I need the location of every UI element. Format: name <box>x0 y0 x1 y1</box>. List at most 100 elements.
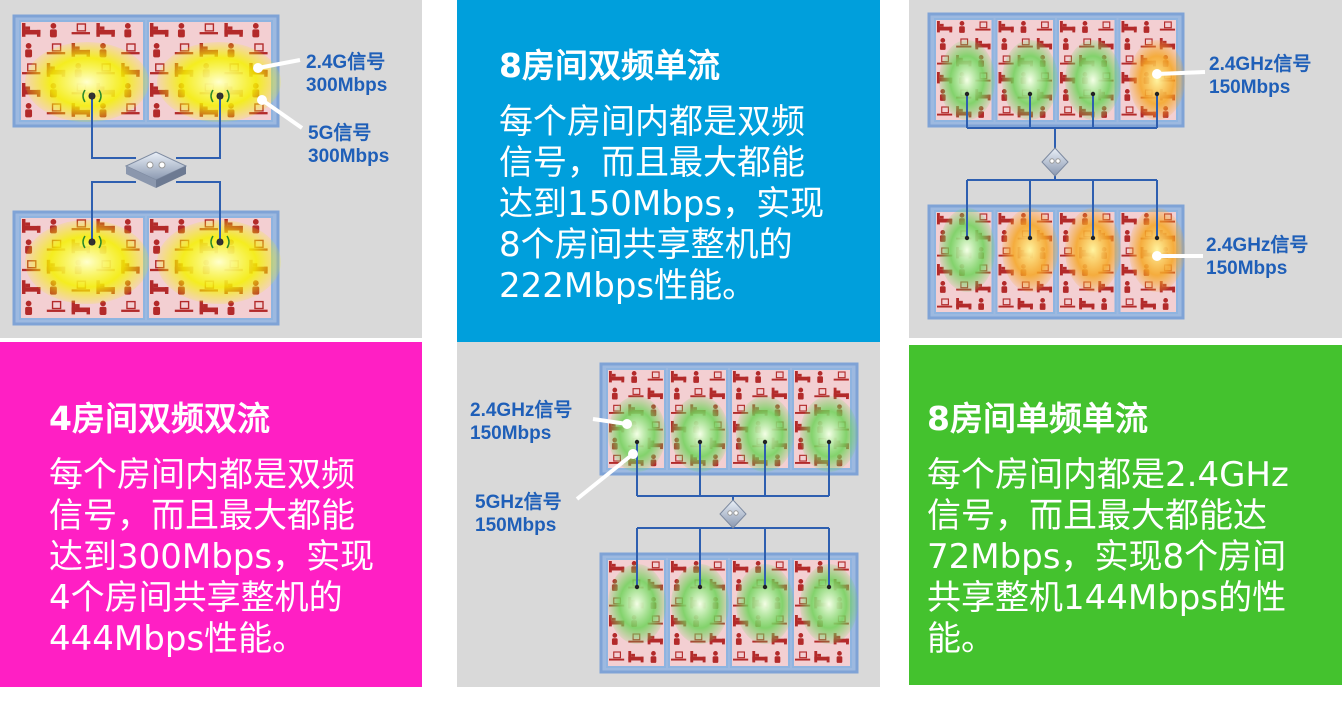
bed-icon <box>609 371 625 383</box>
signal-coverage <box>736 396 794 472</box>
antenna-icon <box>826 439 832 445</box>
signal-coverage <box>1129 208 1185 292</box>
bed-icon <box>150 280 169 294</box>
person-icon <box>735 633 742 645</box>
antenna-icon <box>1027 235 1033 241</box>
bed-icon <box>709 387 725 400</box>
network-cable <box>91 181 136 240</box>
bed-icon <box>22 280 41 294</box>
bed-icon <box>1079 298 1095 310</box>
label-pointer-dot <box>257 95 267 105</box>
desk-icon <box>1121 106 1137 116</box>
desk-icon <box>771 371 787 381</box>
network-cable <box>176 181 221 240</box>
bed-icon <box>199 300 218 315</box>
person-icon <box>25 300 33 315</box>
desk-icon <box>998 298 1014 308</box>
antenna-icon <box>1154 91 1160 97</box>
network-cable <box>176 96 221 159</box>
router-icon <box>719 499 747 529</box>
antenna-icon <box>210 235 230 249</box>
person-icon <box>1062 281 1069 293</box>
person-icon <box>25 103 33 118</box>
signal-coverage <box>1065 40 1121 120</box>
signal-coverage <box>157 220 281 304</box>
signal-coverage <box>25 42 149 122</box>
desk-icon <box>752 388 768 398</box>
antenna-icon <box>762 584 768 590</box>
bed-icon <box>752 651 768 663</box>
person-icon <box>959 21 965 33</box>
person-icon <box>611 387 618 400</box>
desk-icon <box>833 371 849 381</box>
bed-icon <box>690 651 706 663</box>
signal-coverage <box>25 220 149 304</box>
bed-icon <box>771 387 787 400</box>
person-icon <box>797 633 804 645</box>
bed-icon <box>22 23 41 37</box>
person-icon <box>939 38 946 50</box>
bed-icon <box>71 300 90 315</box>
person-icon <box>673 387 680 400</box>
desk-icon <box>733 651 749 661</box>
person-icon <box>1124 38 1131 50</box>
antenna-icon <box>826 584 832 590</box>
person-icon <box>1101 298 1107 310</box>
antenna-icon <box>964 235 970 241</box>
panel-4room-dual-band-dual-stream: 4房间双频双流 每个房间内都是双频 信号，而且最大都能 达到300Mbps，实现… <box>0 342 422 687</box>
person-icon <box>124 23 132 38</box>
desk-icon <box>199 23 218 35</box>
network-cable <box>91 96 136 159</box>
bed-icon <box>628 651 644 663</box>
person-icon <box>153 43 161 58</box>
8room-dual-band-floorplan <box>575 362 859 674</box>
desk-icon <box>1098 21 1114 31</box>
bed-icon <box>937 21 953 33</box>
bed-icon <box>224 23 243 37</box>
person-icon <box>1001 281 1008 293</box>
desk-icon <box>609 651 625 661</box>
person-icon <box>1001 38 1008 50</box>
desk-icon <box>1121 55 1137 65</box>
desk-icon <box>121 43 140 55</box>
signal-coverage <box>608 396 666 472</box>
signal-coverage <box>608 564 666 644</box>
bed-icon <box>1121 21 1137 33</box>
person-icon <box>712 651 719 663</box>
person-icon <box>153 239 161 254</box>
antenna-icon <box>697 584 703 590</box>
label-pointer-dot <box>253 63 263 73</box>
signal-coverage <box>736 564 794 644</box>
bed-icon <box>998 21 1014 33</box>
signal-coverage <box>939 40 995 120</box>
antenna-icon <box>634 439 640 445</box>
person-icon <box>631 371 637 383</box>
antenna-icon <box>1154 235 1160 241</box>
person-icon <box>939 281 946 293</box>
label-pointer-dot <box>1152 251 1162 261</box>
bed-icon <box>671 561 687 573</box>
signal-coverage <box>671 564 729 644</box>
signal-coverage <box>1002 208 1058 292</box>
bed-icon <box>1017 298 1033 310</box>
bed-icon <box>150 219 169 233</box>
person-icon <box>673 633 680 645</box>
antenna-icon <box>634 584 640 590</box>
desk-icon <box>998 106 1014 116</box>
label-pointer-dot <box>622 419 632 429</box>
desk-icon <box>795 404 811 414</box>
desk-icon <box>795 454 811 464</box>
desk-icon <box>1060 106 1076 116</box>
4room-floorplan <box>12 14 304 326</box>
desk-icon <box>1159 21 1176 31</box>
bed-icon <box>1060 21 1076 33</box>
person-icon <box>153 103 161 118</box>
person-icon <box>25 43 33 58</box>
antenna-icon <box>762 439 768 445</box>
router-icon <box>1041 147 1069 177</box>
